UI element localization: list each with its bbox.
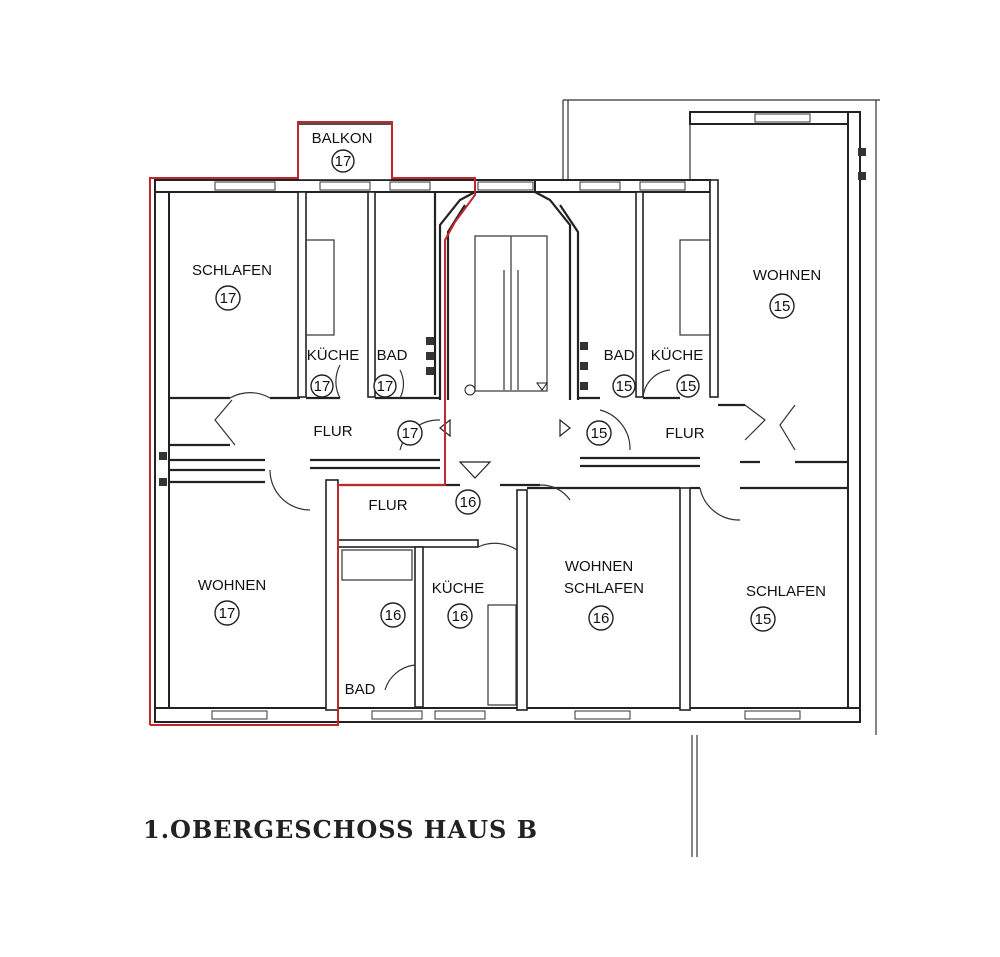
bad-16-number: 16 xyxy=(385,607,402,624)
flur-17-label: FLUR xyxy=(313,423,352,440)
bad-16-label: BAD xyxy=(345,681,376,698)
kueche-17-label: KÜCHE xyxy=(307,346,360,364)
schlafen-17-number: 17 xyxy=(220,290,237,307)
wohnen-schlafen-16-number: 16 xyxy=(593,610,610,627)
kueche-16-number: 16 xyxy=(452,608,469,625)
wall-symbols xyxy=(159,148,866,486)
wohnen-schlafen-16-label: WOHNEN xyxy=(565,558,633,575)
wohnen-schlafen-16-label2: SCHLAFEN xyxy=(564,580,644,597)
schlafen-15-label: SCHLAFEN xyxy=(746,583,826,600)
kueche-15-label: KÜCHE xyxy=(651,346,704,364)
plan-title: 1.OBERGESCHOSS HAUS B xyxy=(143,815,538,844)
flur-16-number: 16 xyxy=(460,494,477,511)
apartment-17-highlight xyxy=(149,121,476,726)
doors xyxy=(214,364,796,691)
neighbour-lines xyxy=(562,99,880,857)
flur-15-number: 15 xyxy=(591,425,608,442)
flur-17-number: 17 xyxy=(402,425,419,442)
wohnen-17-number: 17 xyxy=(219,605,236,622)
schlafen-15-number: 15 xyxy=(755,611,772,628)
bad-15-number: 15 xyxy=(616,378,633,395)
bad-17-number: 17 xyxy=(377,378,394,395)
wohnen-15-number: 15 xyxy=(774,298,791,315)
flur-15-label: FLUR xyxy=(665,425,704,442)
bad-17-label: BAD xyxy=(377,347,408,364)
outer-walls xyxy=(154,111,861,723)
room-labels: BALKON 17 SCHLAFEN 17 KÜCHE 17 BAD 17 FL… xyxy=(192,130,826,698)
schlafen-17-label: SCHLAFEN xyxy=(192,262,272,279)
kueche-15-number: 15 xyxy=(680,378,697,395)
stair-arrows xyxy=(439,382,571,479)
kueche-17-number: 17 xyxy=(314,378,331,395)
wohnen-15-label: WOHNEN xyxy=(753,267,821,284)
wohnen-17-label: WOHNEN xyxy=(198,577,266,594)
bad-15-label: BAD xyxy=(604,347,635,364)
flur-16-label: FLUR xyxy=(368,497,407,514)
kueche-16-label: KÜCHE xyxy=(432,579,485,597)
balkon-17-number: 17 xyxy=(335,153,352,170)
balkon-17-label: BALKON xyxy=(312,130,373,147)
windows xyxy=(211,113,811,720)
interior-walls xyxy=(169,179,848,711)
